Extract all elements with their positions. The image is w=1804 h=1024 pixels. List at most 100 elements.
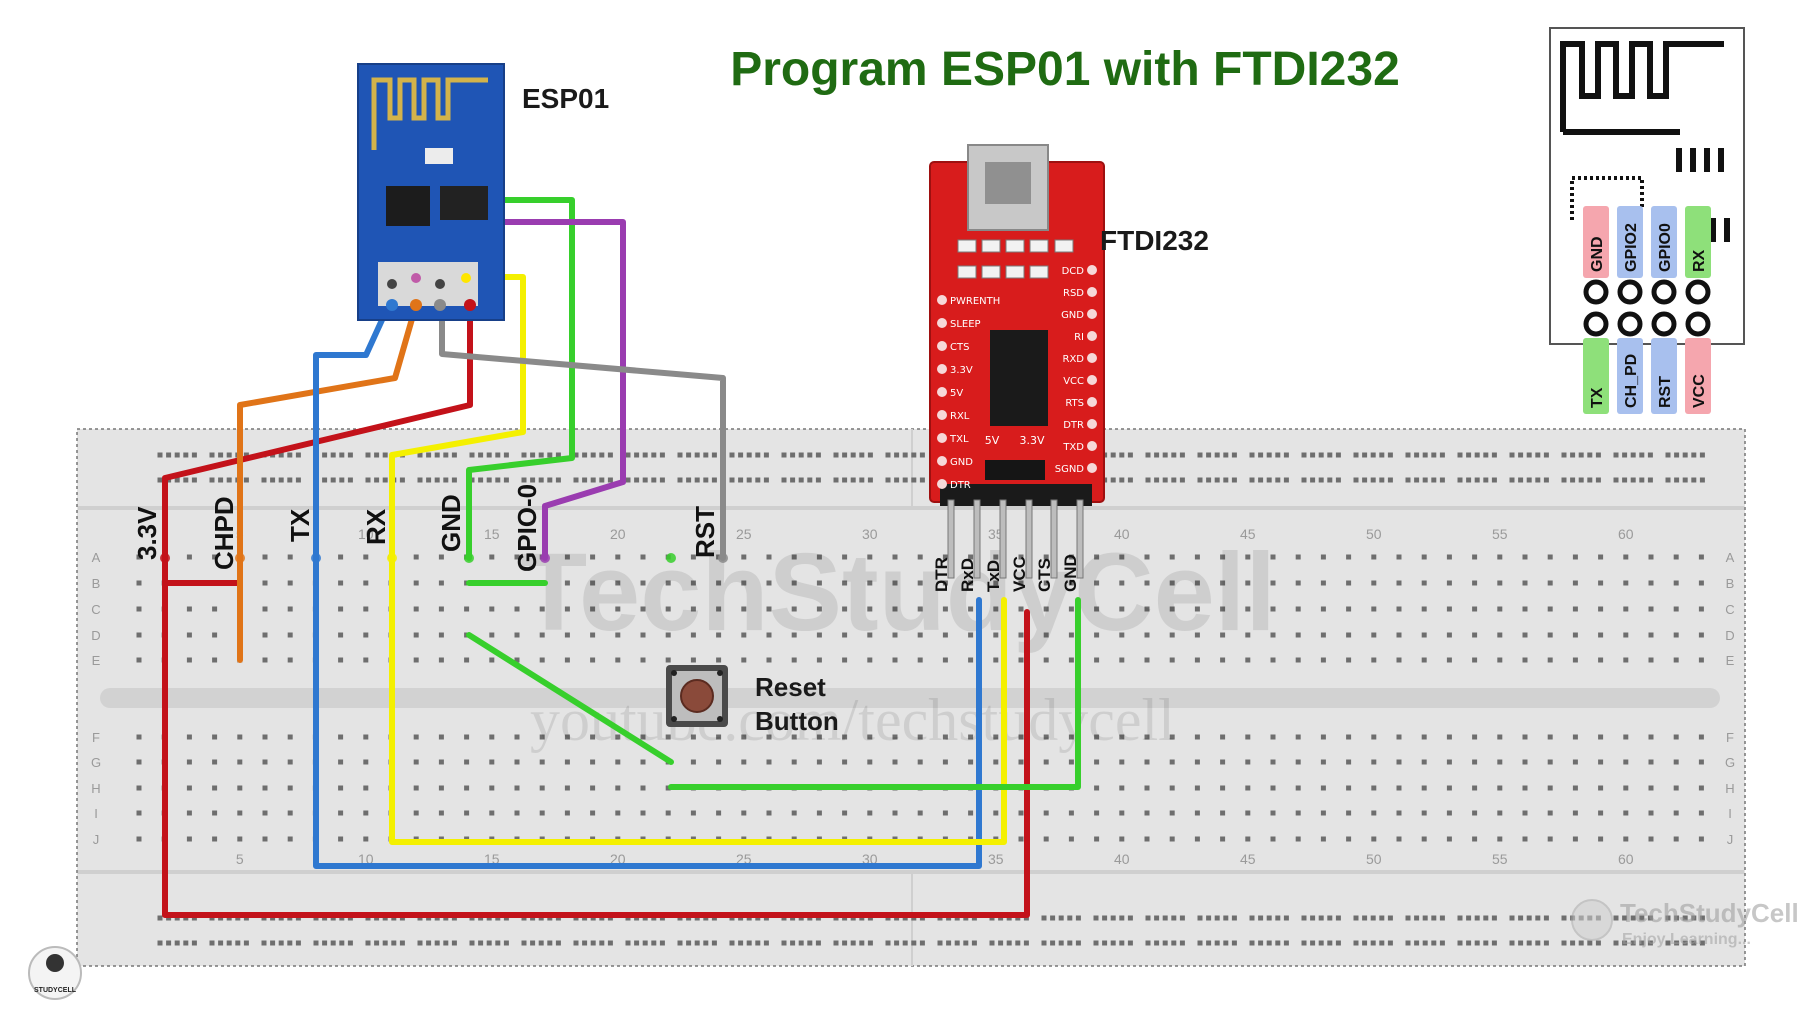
- row-letter-right: E: [1726, 653, 1735, 668]
- ftdi-board-left-label: 3.3V: [950, 365, 973, 376]
- label-rx: RX: [361, 508, 391, 545]
- wire-end-dot: [311, 553, 321, 563]
- row-letter-right: H: [1725, 781, 1734, 796]
- row-letter-right: F: [1726, 730, 1734, 745]
- wire-gray-rst: [439, 295, 726, 561]
- wire-end-dot: [387, 553, 397, 563]
- ftdi-pin-label: DTR: [932, 557, 951, 592]
- ftdi232-board-icon: PWRENTH SLEEP CTS 3.3V 5V RXL TXL GND DTR DCD RSD G…: [929, 144, 1105, 579]
- wire-end-dot: [464, 553, 474, 563]
- row-letter-right: J: [1727, 832, 1734, 847]
- ftdi-pin-label: RxD: [958, 558, 977, 592]
- row-letter-left: J: [93, 832, 100, 847]
- pinout-top-label: GPIO0: [1657, 223, 1674, 272]
- row-letter-left: E: [92, 653, 101, 668]
- ftdi-pin-labels: DTR RxD TxD VCC CTS GND: [932, 554, 1080, 592]
- reset-button-icon: [666, 665, 728, 727]
- ftdi-pin-label: CTS: [1035, 558, 1054, 592]
- row-letter-left: B: [92, 576, 101, 591]
- column-number-top: 20: [610, 526, 626, 542]
- ftdi-board-right-label: RSD: [1063, 288, 1084, 299]
- ftdi-board-right-label: DCD: [1062, 266, 1085, 277]
- wire-end-dot: [235, 553, 245, 563]
- esp01-label: ESP01: [522, 83, 609, 114]
- column-number-top: 55: [1492, 526, 1508, 542]
- svg-text:TechStudyCell: TechStudyCell: [1620, 898, 1799, 928]
- wire-end-dot: [160, 553, 170, 563]
- row-letter-left: A: [92, 550, 101, 565]
- column-number-top: 40: [1114, 526, 1130, 542]
- row-letter-left: G: [91, 755, 101, 770]
- ftdi-pin-label: VCC: [1010, 556, 1029, 592]
- row-letter-left: C: [91, 602, 100, 617]
- column-number-bottom: 40: [1114, 851, 1130, 867]
- ftdi-board-left-label: PWRENTH: [950, 296, 1000, 307]
- pinout-top-label: RX: [1691, 249, 1708, 272]
- row-letter-right: B: [1726, 576, 1735, 591]
- reset-label-line1: Reset: [755, 672, 826, 702]
- ftdi-board-right-label: RI: [1074, 332, 1084, 343]
- ftdi-board-left-label: GND: [950, 457, 973, 468]
- ftdi-board-right-label: RTS: [1065, 398, 1084, 409]
- column-number-bottom: 50: [1366, 851, 1382, 867]
- techstudycell-watermark: TechStudyCell Enjoy Learning...: [1571, 898, 1799, 948]
- label-gpio0: GPIO-0: [512, 484, 542, 572]
- column-number-bottom: 5: [236, 851, 244, 867]
- ftdi-board-right-label: VCC: [1063, 376, 1084, 387]
- row-letter-left: D: [91, 628, 100, 643]
- column-number-top: 30: [862, 526, 878, 542]
- row-letter-left: H: [91, 781, 100, 796]
- ftdi-board-left-label: SLEEP: [950, 319, 981, 330]
- ftdi-board-right-label: DTR: [1063, 420, 1084, 431]
- wire-end-dot: [718, 553, 728, 563]
- svg-text:STUDYCELL: STUDYCELL: [34, 987, 77, 994]
- ftdi-board-right-label: SGND: [1055, 464, 1085, 475]
- background-watermark: TechStudyCell youtube.com/techstudycell: [520, 531, 1276, 753]
- ftdi-jumper-label: 5V: [985, 434, 1000, 447]
- wire-yellow-rx: [389, 274, 1007, 845]
- ftdi-board-right-label: GND: [1061, 310, 1084, 321]
- pinout-bottom-label: RST: [1657, 376, 1674, 408]
- ftdi-pin-label: TxD: [984, 560, 1003, 592]
- ftdi-board-right-label: TXD: [1062, 442, 1084, 453]
- column-number-top: 15: [484, 526, 500, 542]
- row-letter-right: D: [1725, 628, 1734, 643]
- ftdi-board-left-label: TXL: [949, 434, 969, 445]
- ftdi-pin-label: GND: [1061, 554, 1080, 592]
- column-number-top: 10: [358, 526, 374, 542]
- row-letter-left: I: [94, 806, 98, 821]
- ftdi-board-left-label: 5V: [950, 388, 963, 399]
- column-number-bottom: 35: [988, 851, 1004, 867]
- page-title: Program ESP01 with FTDI232: [730, 43, 1400, 96]
- pinout-top-label: GND: [1589, 236, 1606, 272]
- pinout-top-label: GPIO2: [1623, 223, 1640, 272]
- pinout-bottom-label: VCC: [1691, 374, 1708, 408]
- breadboard-center-channel: [100, 688, 1720, 708]
- row-letter-right: G: [1725, 755, 1735, 770]
- label-3v3: 3.3V: [132, 506, 162, 560]
- breadboard-pin-labels: 3.3V CHPD TX RX GND GPIO-0 RST: [132, 484, 720, 572]
- column-number-top: 60: [1618, 526, 1634, 542]
- svg-text:Enjoy Learning...: Enjoy Learning...: [1622, 931, 1751, 948]
- pinout-bottom-label: TX: [1589, 387, 1606, 408]
- row-letter-left: F: [92, 730, 100, 745]
- ftdi-board-left-label: RXL: [950, 411, 970, 422]
- ftdi-board-left-label: CTS: [950, 342, 969, 353]
- column-number-bottom: 45: [1240, 851, 1256, 867]
- wire-endpoints: [160, 553, 728, 563]
- column-number-top: 25: [736, 526, 752, 542]
- row-letter-right: A: [1726, 550, 1735, 565]
- wire-end-dot: [540, 553, 550, 563]
- studycell-logo: STUDYCELL: [28, 946, 82, 1000]
- reset-label-line2: Button: [755, 706, 839, 736]
- esp01-module-icon: [357, 63, 505, 321]
- row-letter-right: I: [1728, 806, 1732, 821]
- ftdi-jumper-label: 3.3V: [1019, 434, 1044, 447]
- pinout-bottom-label: CH_PD: [1623, 354, 1640, 408]
- label-tx: TX: [285, 508, 315, 542]
- column-number-top: 50: [1366, 526, 1382, 542]
